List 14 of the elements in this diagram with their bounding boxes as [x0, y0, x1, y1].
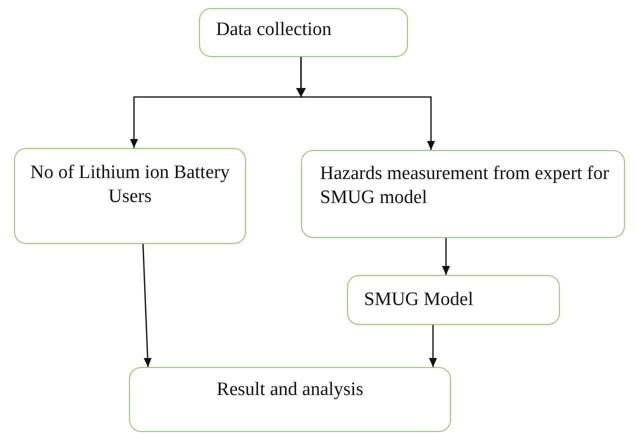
- arrow: [300, 57, 435, 150]
- box-label: Hazards measurement from expert for SMUG model: [320, 162, 610, 210]
- process-box: [347, 275, 560, 325]
- arrow: [142, 244, 152, 368]
- box-label: Result and analysis: [216, 378, 364, 402]
- arrow: [429, 325, 437, 367]
- process-box: [14, 148, 246, 244]
- box-label: SMUG Model: [364, 288, 474, 312]
- box-label: Data collection: [216, 18, 333, 42]
- box-label: No of Lithium ion Battery Users: [29, 161, 231, 208]
- arrow: [442, 238, 450, 275]
- process-box: [199, 8, 408, 57]
- process-box: [129, 367, 451, 432]
- process-box: [301, 150, 625, 238]
